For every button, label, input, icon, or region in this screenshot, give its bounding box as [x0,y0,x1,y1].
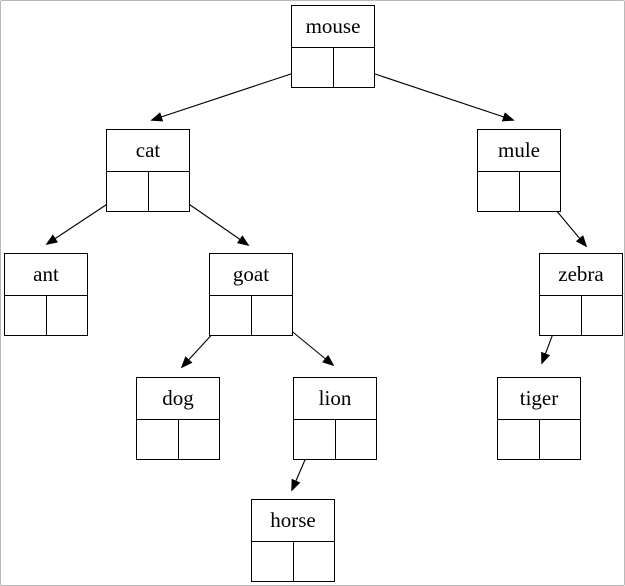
right-pointer-cell [540,420,581,459]
node-pointer-row [540,296,622,335]
node-pointer-row [498,420,580,459]
node-label: mouse [292,6,374,48]
node-pointer-row [210,296,292,335]
tree-node-horse: horse [251,499,335,582]
tree-node-tiger: tiger [497,377,581,460]
node-label: lion [294,378,376,420]
node-label: zebra [540,254,622,296]
right-pointer-cell [336,420,377,459]
left-pointer-cell [294,420,336,459]
right-pointer-cell [149,172,190,211]
tree-node-mule: mule [477,129,561,212]
tree-node-goat: goat [209,253,293,336]
tree-node-mouse: mouse [291,5,375,88]
left-pointer-cell [498,420,540,459]
node-pointer-row [5,296,87,335]
tree-node-ant: ant [4,253,88,336]
left-pointer-cell [540,296,582,335]
tree-node-lion: lion [293,377,377,460]
right-pointer-cell [252,296,293,335]
node-pointer-row [478,172,560,211]
node-label: goat [210,254,292,296]
right-pointer-cell [179,420,220,459]
left-pointer-cell [252,542,294,581]
node-pointer-row [252,542,334,581]
node-label: cat [107,130,189,172]
right-pointer-cell [294,542,335,581]
tree-node-cat: cat [106,129,190,212]
node-pointer-row [137,420,219,459]
node-pointer-row [294,420,376,459]
left-pointer-cell [478,172,520,211]
left-pointer-cell [137,420,179,459]
node-label: tiger [498,378,580,420]
left-pointer-cell [107,172,149,211]
node-label: ant [5,254,87,296]
right-pointer-cell [334,48,375,87]
node-label: mule [478,130,560,172]
tree-node-zebra: zebra [539,253,623,336]
node-pointer-row [107,172,189,211]
right-pointer-cell [47,296,88,335]
node-label: horse [252,500,334,542]
left-pointer-cell [292,48,334,87]
node-label: dog [137,378,219,420]
edge-mouse-right-mule [353,66,515,122]
right-pointer-cell [520,172,561,211]
right-pointer-cell [582,296,623,335]
edge-mouse-left-cat [150,66,313,122]
left-pointer-cell [5,296,47,335]
node-pointer-row [292,48,374,87]
left-pointer-cell [210,296,252,335]
tree-node-dog: dog [136,377,220,460]
